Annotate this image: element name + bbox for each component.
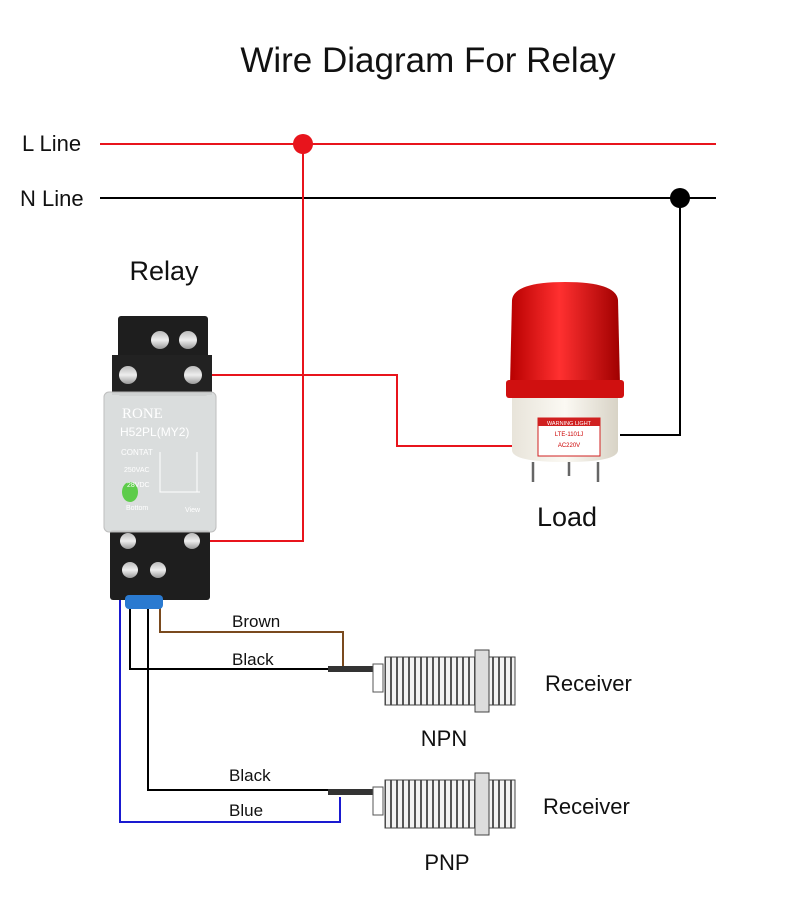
relay-model: H52PL(MY2)	[120, 425, 189, 439]
black-wire-npn-label: Black	[232, 650, 274, 669]
relay-brand: RONE	[122, 406, 163, 422]
relay-rating-ac: 250VAC	[124, 467, 150, 474]
black-wire-pnp-label: Black	[229, 766, 271, 785]
relay-to-load-wire	[193, 374, 515, 447]
load-plate-title: WARNING LIGHT	[547, 421, 592, 427]
relay-rating-dc: 28VDC	[127, 482, 150, 489]
npn-type-label: NPN	[421, 726, 467, 751]
relay-contact: CONTAT	[121, 448, 153, 457]
black-wire-pnp	[147, 575, 332, 791]
relay-image: RONE H52PL(MY2) CONTAT 250VAC 28VDC Bott…	[103, 316, 217, 609]
blue-wire	[119, 575, 341, 823]
npn-sensor-image	[328, 649, 516, 713]
npn-receiver-label: Receiver	[545, 671, 632, 696]
n-line-label: N Line	[20, 186, 84, 211]
pnp-type-label: PNP	[424, 850, 469, 875]
blue-wire-label: Blue	[229, 801, 263, 820]
load-label: Load	[537, 502, 597, 532]
brown-wire-label: Brown	[232, 612, 280, 631]
pnp-sensor-image	[328, 772, 516, 836]
l-line-label: L Line	[22, 131, 81, 156]
neutral-to-load-wire	[620, 198, 681, 436]
relay-view: View	[185, 507, 201, 514]
relay-bottom: Bottom	[126, 505, 148, 512]
load-warning-light-image: WARNING LIGHT LTE-1101J AC220V	[506, 282, 624, 482]
relay-label: Relay	[129, 256, 199, 286]
live-to-relay-wire	[192, 144, 304, 542]
load-plate-voltage: AC220V	[558, 443, 580, 449]
load-plate-model: LTE-1101J	[555, 432, 583, 438]
diagram-title: Wire Diagram For Relay	[240, 41, 616, 80]
pnp-receiver-label: Receiver	[543, 794, 630, 819]
